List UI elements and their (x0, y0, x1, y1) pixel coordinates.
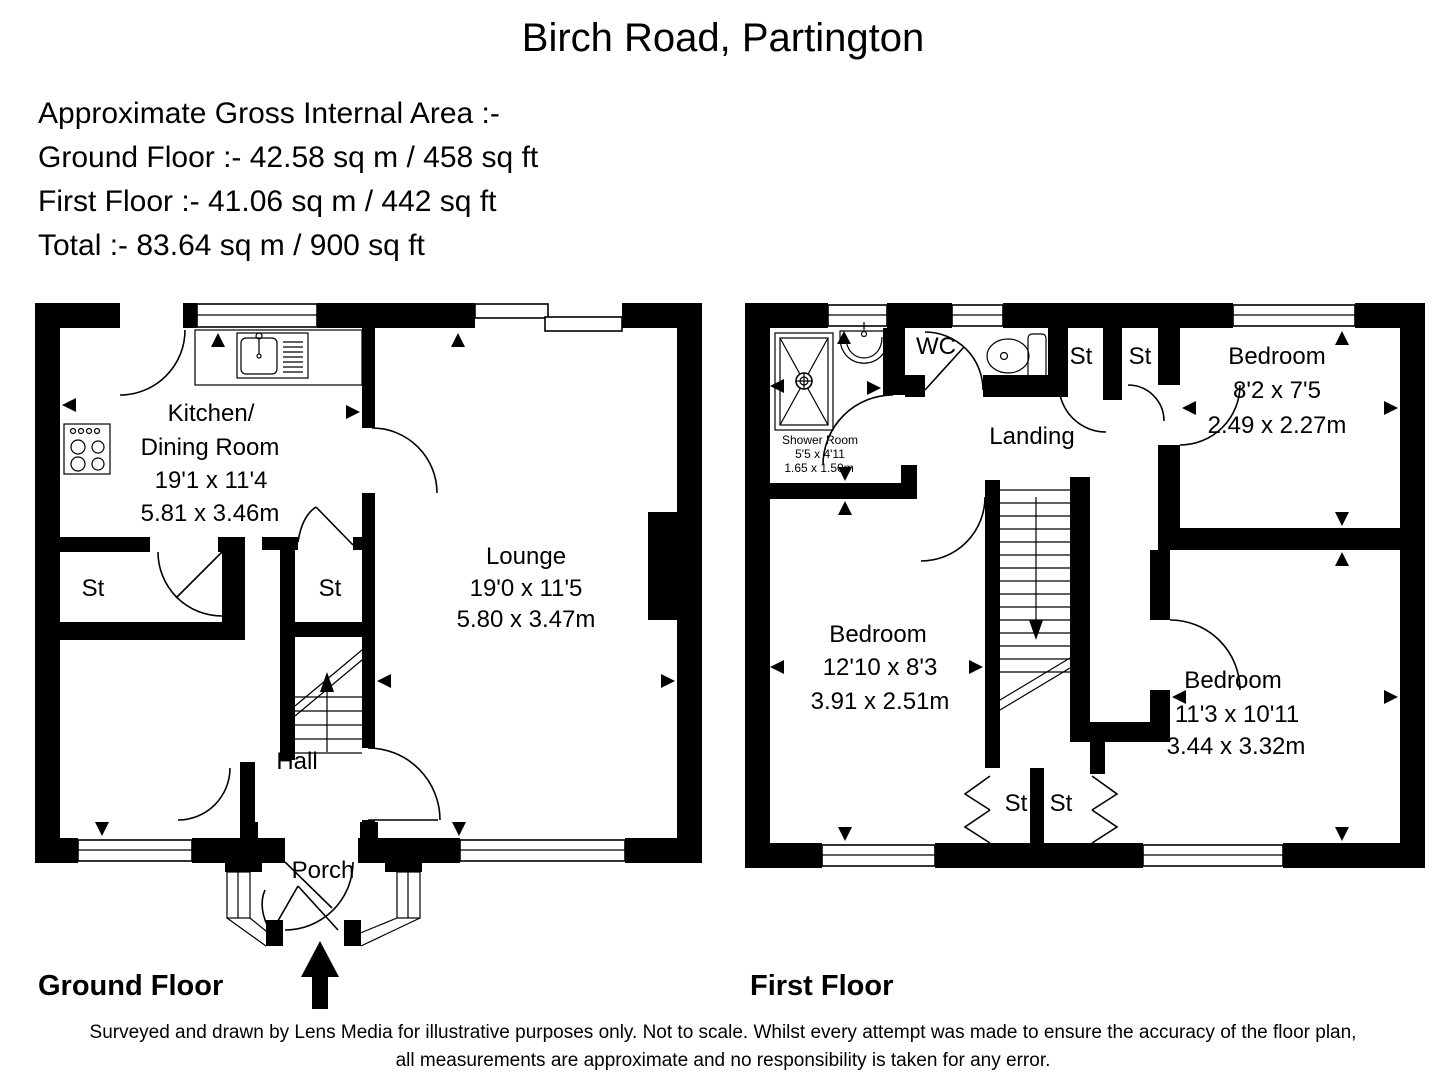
first-floor-walls (745, 303, 1425, 868)
first-floor-title: First Floor (750, 970, 894, 1002)
shower-room-label: Shower Room (781, 433, 859, 447)
store-top2-door-arc (1127, 384, 1165, 422)
bedroom-bl-dims-metric: 3.91 x 2.51m (810, 688, 950, 715)
first-floor-plan (745, 303, 1425, 868)
disclaimer-line2: all measurements are approximate and no … (395, 1050, 1051, 1071)
ground-floor-plan (35, 303, 702, 1009)
ground-floor-title: Ground Floor (38, 970, 224, 1002)
store-top2-label: St (1128, 343, 1152, 370)
area-heading: Approximate Gross Internal Area :- (38, 97, 500, 130)
shower-window (827, 304, 888, 327)
shower-dims-imperial: 5'5 x 4'11 (795, 447, 845, 461)
store-mid-door-arc (297, 506, 354, 546)
wc-door-arc (924, 331, 984, 391)
bedroom-tr-dims-metric: 2.49 x 2.27m (1207, 412, 1347, 439)
hob-icon (63, 423, 111, 475)
bedroom-bl-label: Bedroom (829, 621, 927, 648)
ground-measure-arrows (62, 333, 675, 836)
kitchen-label: Kitchen/ (167, 400, 255, 427)
bedroom-bl-window (821, 844, 936, 867)
lounge-dims-imperial: 19'0 x 11'5 (469, 575, 583, 602)
staircase-up (294, 649, 363, 754)
kitchen-dims-imperial: 19'1 x 11'4 (154, 467, 268, 494)
kitchen-window (196, 303, 318, 328)
staircase-down (999, 489, 1071, 711)
landing-label: Landing (989, 423, 1075, 450)
kitchen-dims-metric: 5.81 x 3.46m (140, 500, 280, 527)
area-first-floor: First Floor :- 41.06 sq m / 442 sq ft (38, 185, 497, 218)
porch-structure (226, 871, 421, 947)
store-mid-label: St (318, 575, 342, 602)
bedroom-br-dims-metric: 3.44 x 3.32m (1166, 733, 1306, 760)
porch-label: Porch (291, 857, 355, 884)
shower-tray-icon (774, 332, 834, 431)
ground-floor-windows (77, 303, 626, 862)
wc-window (951, 304, 1004, 327)
bifold-door-icon-right (1091, 775, 1119, 844)
hall-side-door-arc (177, 767, 231, 821)
kitchen-lounge-door-arc (371, 427, 438, 494)
store-top1-door-arc (1058, 384, 1107, 433)
lounge-dims-metric: 5.80 x 3.47m (456, 606, 596, 633)
lounge-window-right (544, 316, 623, 332)
bedroom-tr-dims-imperial: 8'2 x 7'5 (1233, 377, 1321, 404)
store-left-door-arc (157, 551, 223, 617)
area-total: Total :- 83.64 sq m / 900 sq ft (38, 229, 425, 262)
bedroom-br-window (1142, 844, 1284, 867)
shower-door-arc (822, 394, 894, 466)
hall-lounge-door-arc (367, 747, 441, 821)
ground-floor-doors (119, 329, 441, 931)
store-bottom2-label: St (1049, 790, 1073, 817)
wc-label: WC (916, 333, 956, 360)
bedroom-br-dims-imperial: 11'3 x 10'11 (1174, 701, 1300, 728)
sink-icon (194, 329, 363, 386)
lounge-window-left (474, 303, 549, 319)
area-summary: Approximate Gross Internal Area :- Groun… (38, 92, 538, 268)
porch-door-leaves (261, 885, 339, 934)
entrance-arrow-icon (301, 941, 339, 1009)
first-measure-arrows (770, 331, 1398, 841)
bifold-door-icon-left (963, 775, 991, 844)
ground-floor-walls (35, 303, 702, 946)
lounge-label: Lounge (485, 543, 567, 570)
disclaimer-line1: Surveyed and drawn by Lens Media for ill… (89, 1022, 1357, 1043)
bedroom-br-door-arc (1169, 619, 1241, 691)
page-title: Birch Road, Partington (521, 16, 925, 60)
area-ground-floor: Ground Floor :- 42.58 sq m / 458 sq ft (38, 141, 539, 174)
bedroom-tr-door-arc (1179, 384, 1241, 446)
hall-label: Hall (276, 748, 318, 775)
bedroom-br-label: Bedroom (1184, 667, 1282, 694)
store-bottom1-label: St (1004, 790, 1028, 817)
store-left-label: St (81, 575, 105, 602)
bedroom-tr-label: Bedroom (1228, 343, 1326, 370)
toilet-icon (986, 333, 1047, 379)
back-door-arc (119, 329, 186, 396)
bedroom-tr-window (1232, 304, 1356, 327)
bedroom-bl-dims-imperial: 12'10 x 8'3 (822, 654, 938, 681)
shower-dims-metric: 1.65 x 1.50m (784, 461, 854, 475)
dining-window (77, 839, 193, 862)
front-door-arc (284, 861, 354, 931)
first-floor-windows (821, 304, 1356, 867)
bedroom-bl-door-arc (920, 496, 986, 562)
kitchen-label-2: Dining Room (140, 434, 280, 461)
first-floor-doors (822, 331, 1241, 691)
lounge-front-window (459, 839, 626, 862)
store-top1-label: St (1069, 343, 1093, 370)
